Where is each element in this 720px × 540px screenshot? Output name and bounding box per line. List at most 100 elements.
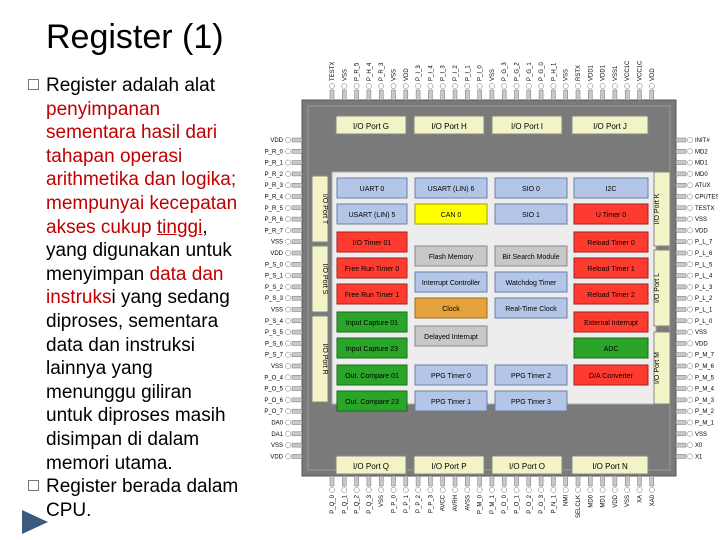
block-usart6-label: USART (LIN) 6 [428,186,475,193]
pin-right-label: P_L_0 [695,319,713,325]
pin-bottom: P_O_2 [525,475,533,514]
block-ppg3 [494,390,568,412]
pin-right: MD1 [675,159,708,167]
pin-right-label: INIT# [695,138,710,144]
pin-right-label: TESTX [695,206,714,212]
pin-left-label: P_S_6 [265,341,284,347]
block-reloadtimer0 [573,231,649,253]
pin-left-label: P_O_7 [264,409,283,415]
pin-left-label: P_O_4 [264,375,283,381]
pin-top: P_R_5 [353,62,361,101]
pin-top: P_I_3 [415,65,422,101]
pin-bottom-label: P_O_0 [502,494,508,513]
block-iotimer01-label: I/O Timer 01 [353,240,392,247]
bullet1-line-7: akses cukup tinggi, [46,216,326,240]
block-ppg0 [414,364,488,386]
pin-right: VSS [675,329,707,336]
pin-right: MD0 [675,171,708,178]
block-iotimer01 [336,231,408,253]
block-ppg2 [494,364,568,386]
pin-right: P_L_1 [675,306,713,314]
block-intctrl [414,271,488,293]
pin-left: P_R_6 [265,216,303,223]
pin-bottom: MD0 [587,475,594,508]
block-clock [414,297,488,319]
pin-bottom: P_O_0 [501,475,508,514]
pin-bottom-label: P_P_0 [392,494,398,513]
block-outcmp01 [336,364,408,386]
pin-right-label: X0 [695,443,703,449]
pin-bottom-label: SELCLK [576,495,582,518]
bullet1-line-10b: i yang sedang [111,287,230,309]
pin-bottom-label: P_M_1 [490,494,496,514]
block-rtc [494,297,568,319]
pin-bottom: VSS [378,475,385,507]
pin-left-label: P_R_6 [265,217,284,223]
pin-top-label: VDD1 [588,64,594,81]
pin-left: VSS [271,306,303,314]
pin-bottom-label: P_O_2 [527,494,533,513]
slide-title: Register (1) [46,18,224,56]
block-utimer0 [573,203,649,225]
pin-right: P_L_6 [675,250,713,257]
pin-top: P_H_4 [366,62,373,101]
pin-left-label: VSS [271,240,283,246]
port-n-box [571,455,649,475]
port-n-label: I/O Port N [592,462,628,471]
pin-right-label: P_L_6 [695,251,713,257]
pin-top: VCC1C [624,60,631,101]
block-extint [573,311,649,333]
bullet1-line-10: instruksi yang sedang [46,286,326,310]
pin-top: P_I_4 [427,65,434,101]
pin-right: ATUX [675,182,711,189]
port-k-label: I/O Port K [654,193,661,224]
pin-right-label: ATUX [695,183,711,189]
block-ppg3-label: PPG Timer 3 [511,399,551,406]
port-o-box [491,455,563,475]
pin-top: TESTX [329,62,336,101]
block-bitsearch [494,245,568,267]
block-bitsearch-label: Bit Search Module [502,254,559,261]
port-s-box [311,245,329,313]
block-inputcap01-label: Input Capture 01 [346,320,398,327]
pin-left: P_R_4 [265,193,303,201]
pin-left-label: P_R_2 [265,172,284,178]
pins-right: INIT#MD2MD1MD0ATUXCPUTESTESTXVSSVDDP_L_7… [675,137,719,460]
pin-top: P_G_1 [525,62,533,101]
bullet1-line-9: menyimpan data dan [46,263,326,287]
block-usart5 [336,203,408,225]
pin-bottom: P_P_1 [402,475,410,513]
port-k-box [653,171,671,247]
block-sio0 [494,177,568,199]
pin-right: P_L_4 [675,272,713,280]
pin-bottom: P_P_2 [415,475,422,513]
pin-right-label: VDD [695,341,708,347]
pin-right-label: VDD [695,228,708,234]
pin-right-label: X1 [695,454,703,460]
pin-top-label: VSS [490,69,496,81]
pin-left-label: P_O_5 [264,387,283,393]
pin-bottom-label: VSS [379,495,385,507]
pin-left: P_S_3 [265,295,303,302]
pin-top-label: P_H_1 [551,62,557,81]
pin-bottom-label: P_O_3 [539,494,545,513]
pin-right: P_M_6 [675,363,715,370]
pin-left: P_S_4 [265,317,303,325]
block-ppg2-label: PPG Timer 2 [511,373,551,380]
block-utimer0-label: U Timer 0 [596,212,626,219]
port-o-label: I/O Port O [509,462,545,471]
pin-right-label: P_M_3 [695,398,715,404]
pin-right: TESTX [675,204,714,212]
pin-left-label: P_R_0 [265,149,284,155]
block-sio1 [494,203,568,225]
block-reloadtimer2 [573,283,649,305]
pin-right-label: P_M_2 [695,409,715,415]
pin-left-label: P_S_1 [265,274,284,280]
pin-left-label: P_S_4 [265,319,284,325]
pin-right: CPUTES [675,193,719,201]
pin-left: P_O_6 [264,397,303,404]
pin-right: VSS [675,216,707,223]
pin-left-label: P_R_7 [265,228,284,234]
bullet-item-1: Register adalah alat penyimpanan sementa… [26,74,326,475]
port-m-label: I/O Port M [654,352,661,384]
